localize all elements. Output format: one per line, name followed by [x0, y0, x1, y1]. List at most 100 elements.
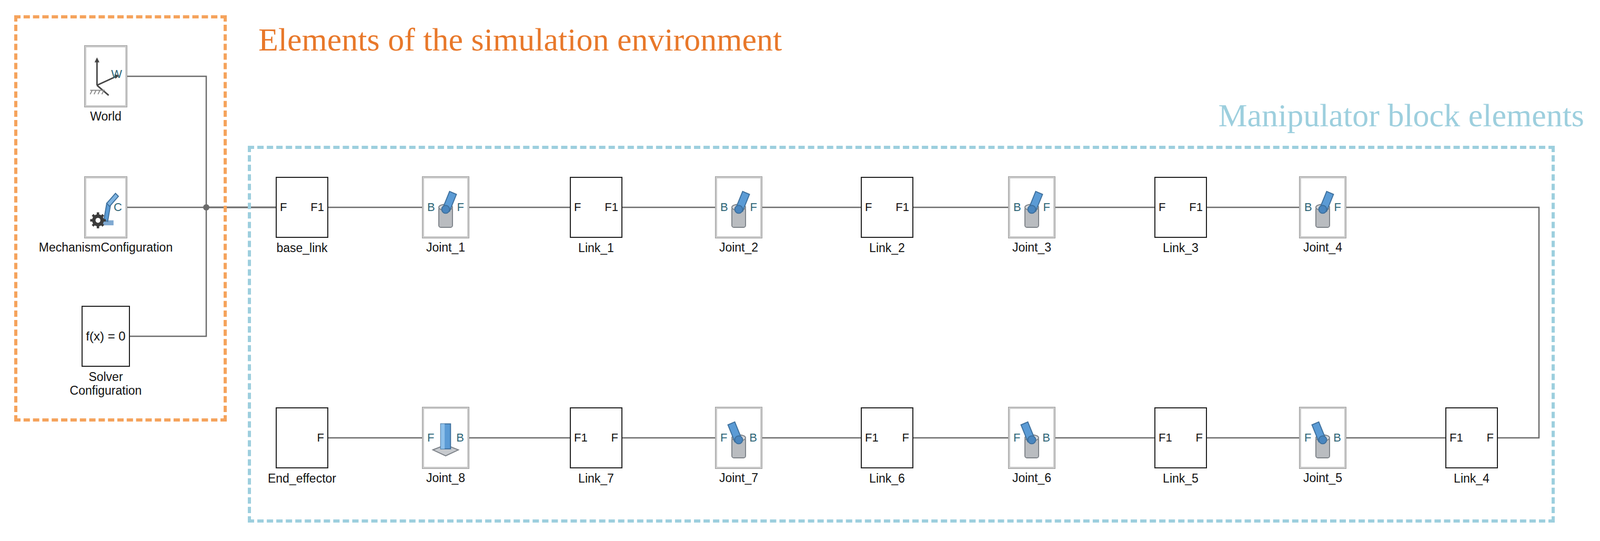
port-label: B: [1013, 201, 1022, 214]
config-block: WWorld: [84, 45, 127, 107]
joint-block: FBJoint_8: [422, 407, 469, 469]
connection-line: [129, 207, 276, 337]
port-label: F: [1043, 201, 1051, 214]
port-label: F: [1334, 201, 1342, 214]
port-label: F: [902, 431, 910, 444]
connection-line: [913, 437, 1009, 439]
link-block: F1FLink_4: [1445, 407, 1498, 469]
port-label: B: [1304, 201, 1313, 214]
port-label: F1: [1158, 431, 1173, 444]
connection-line: [1345, 437, 1446, 439]
port-label: F1: [1189, 201, 1203, 214]
connection-line: [1206, 437, 1300, 439]
port-label: F1: [310, 201, 325, 214]
joint-block: FBJoint_7: [715, 407, 762, 469]
dashed-group-region: Elements of the simulation environmentWW…: [14, 15, 227, 422]
port-label: C: [113, 201, 123, 214]
connection-line: [468, 437, 570, 439]
dashed-group-region: Manipulator block elementsFF1base_linkBF…: [247, 145, 1555, 523]
link-block: F1FLink_7: [569, 407, 623, 469]
link-block: FF1Link_3: [1154, 176, 1207, 238]
port-label: F: [1304, 431, 1312, 444]
port-label: W: [111, 68, 123, 80]
block-name: Joint_8: [426, 470, 466, 485]
link-block: FF1Link_1: [569, 176, 623, 238]
config-block: CMechanismConfiguration: [84, 176, 127, 238]
port-label: B: [1333, 431, 1342, 444]
connection-line: [1206, 206, 1300, 209]
block-name: Joint_4: [1303, 240, 1343, 255]
port-label: B: [720, 201, 729, 214]
port-label: F: [720, 431, 728, 444]
port-label: F: [457, 201, 465, 214]
link-block: FEnd_effector: [275, 407, 329, 469]
port-label: F1: [604, 201, 619, 214]
connection-line: [468, 206, 570, 209]
region-title: Manipulator block elements: [1218, 97, 1585, 134]
port-label: F: [1486, 431, 1494, 444]
block-name: Link_3: [1162, 240, 1199, 255]
port-label: F: [611, 431, 619, 444]
port-label: F1: [1449, 431, 1464, 444]
block-name: Joint_7: [719, 470, 759, 485]
port-label: F: [574, 201, 581, 214]
port-label: F: [1195, 431, 1203, 444]
block-name: Joint_1: [426, 240, 466, 255]
block-name: Link_4: [1453, 471, 1490, 486]
config-block: f(x) = 0Solver Configuration: [81, 305, 130, 367]
connection-line: [126, 76, 276, 208]
connection-line: [761, 437, 861, 439]
link-block: FF1Link_2: [860, 176, 914, 238]
block-name: Link_5: [1162, 471, 1199, 486]
block-name: Link_7: [578, 471, 615, 486]
connection-line: [913, 206, 1009, 209]
port-label: F1: [574, 431, 588, 444]
joint-block: BFJoint_3: [1008, 176, 1055, 238]
port-label: B: [427, 201, 436, 214]
block-name: World: [89, 109, 122, 124]
connection-line: [622, 206, 716, 209]
block-name: Link_1: [578, 240, 615, 255]
block-name: Joint_5: [1303, 470, 1343, 485]
port-label: F1: [895, 201, 910, 214]
connection-line: [328, 437, 423, 439]
block-name: Joint_3: [1012, 240, 1052, 255]
port-label: B: [749, 431, 758, 444]
port-label: F: [864, 201, 872, 214]
block-name: Solver Configuration: [61, 369, 151, 398]
link-block: FF1base_link: [275, 176, 329, 238]
joint-block: BFJoint_4: [1299, 176, 1346, 238]
block-name: Link_6: [869, 471, 905, 486]
connection-line: [1054, 437, 1155, 439]
block-name: Link_2: [869, 240, 905, 255]
link-block: F1FLink_6: [860, 407, 914, 469]
port-label: F: [279, 201, 287, 214]
joint-block: BFJoint_1: [422, 176, 469, 238]
joint-block: BFJoint_2: [715, 176, 762, 238]
joint-block: FBJoint_6: [1008, 407, 1055, 469]
port-label: B: [456, 431, 465, 444]
block-name: MechanismConfiguration: [38, 240, 173, 255]
region-title: Elements of the simulation environment: [258, 21, 782, 58]
link-block: F1FLink_5: [1154, 407, 1207, 469]
connection-line: [1345, 207, 1539, 438]
port-label: F: [1158, 201, 1166, 214]
connection-line: [328, 206, 423, 209]
connection-line: [622, 437, 716, 439]
port-label: F: [317, 431, 325, 444]
junction-dot: [203, 204, 210, 211]
port-label: F: [427, 431, 435, 444]
port-label: F1: [864, 431, 879, 444]
joint-block: FBJoint_5: [1299, 407, 1346, 469]
port-label: F: [1013, 431, 1021, 444]
block-name: Joint_6: [1012, 470, 1052, 485]
port-label: B: [1042, 431, 1051, 444]
block-name: End_effector: [267, 471, 337, 486]
block-name: base_link: [276, 240, 328, 255]
port-label: F: [750, 201, 758, 214]
connection-line: [761, 206, 861, 209]
connection-line: [1054, 206, 1155, 209]
block-name: Joint_2: [719, 240, 759, 255]
block-expression: f(x) = 0: [85, 329, 126, 343]
